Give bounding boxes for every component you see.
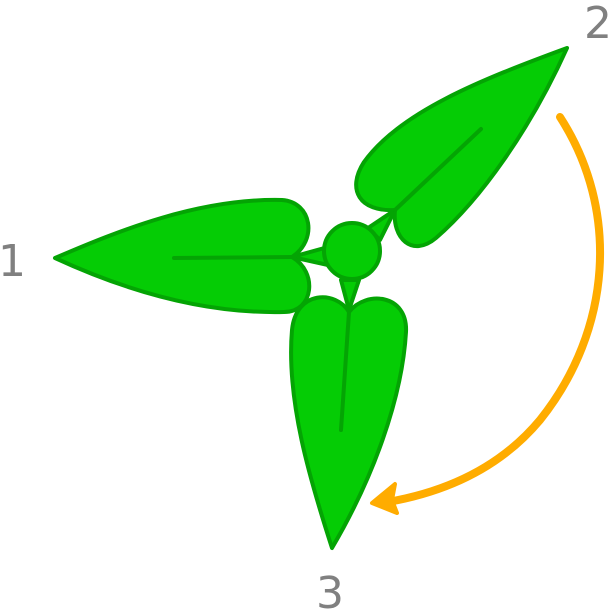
rotation-arrow-arc bbox=[384, 113, 604, 506]
leaf-1-vein bbox=[172, 255, 294, 260]
leaf-2-vein bbox=[393, 127, 483, 212]
label-leaf-2: 2 bbox=[584, 0, 612, 49]
label-leaf-1: 1 bbox=[0, 236, 26, 287]
leaf-3-vein bbox=[339, 310, 351, 432]
rotation-arrow bbox=[370, 113, 604, 515]
rotation-arrow-head-icon bbox=[370, 482, 399, 515]
leaf-1 bbox=[53, 197, 330, 315]
leaf-2 bbox=[354, 46, 569, 249]
label-leaf-3: 3 bbox=[316, 568, 344, 611]
center-hub bbox=[322, 221, 382, 281]
